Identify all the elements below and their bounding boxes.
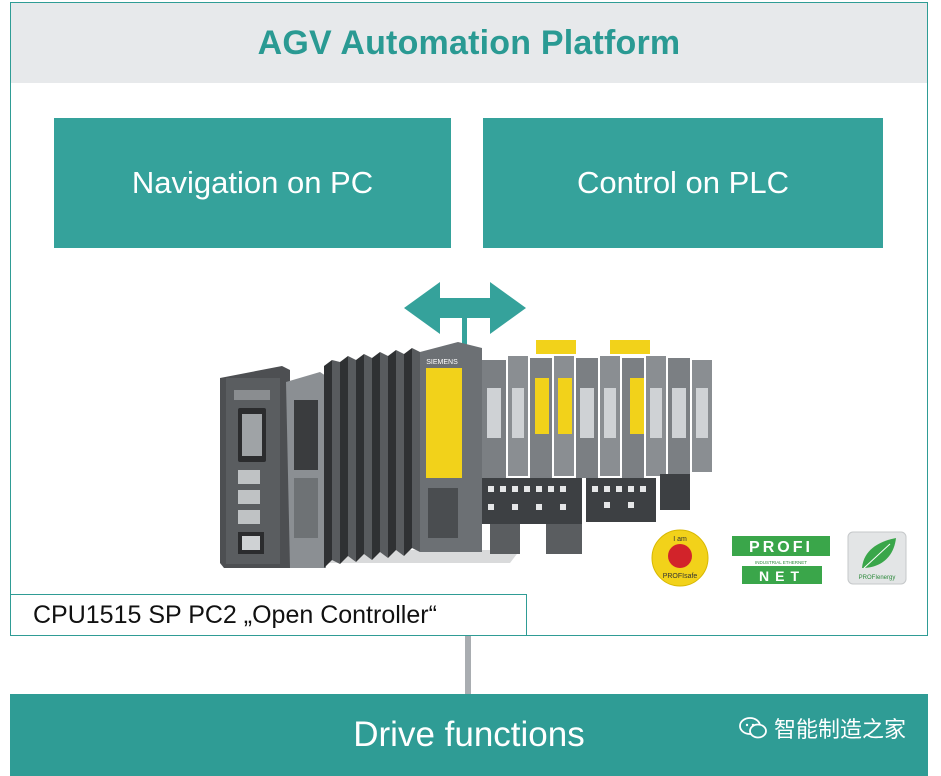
leaf-icon [862, 538, 896, 568]
platform-title: AGV Automation Platform [257, 23, 681, 62]
profinet-bottom-text: NET [759, 568, 805, 584]
siemens-brand: SIEMENS [426, 359, 458, 366]
connector-line [465, 636, 471, 694]
watermark: 智能制造之家 [738, 712, 906, 744]
profienergy-badge: PROFIenergy [847, 531, 907, 585]
profisafe-text: PROFIsafe [663, 573, 698, 580]
open-controller-hardware: SIEMENS [220, 340, 712, 568]
controller-caption-box: CPU1515 SP PC2 „Open Controller“ [10, 594, 527, 636]
protocol-badges: I am PROFIsafe PROFI INDUSTRIAL ETHERNET… [651, 529, 907, 587]
profinet-badge: PROFI INDUSTRIAL ETHERNET NET [732, 536, 830, 584]
navigation-label: Navigation on PC [131, 165, 374, 200]
navigation-box: Navigation on PC [54, 118, 451, 248]
profinet-top-text: PROFI [749, 539, 813, 556]
drive-functions-label: Drive functions [353, 715, 585, 754]
profinet-sub-text: INDUSTRIAL ETHERNET [755, 560, 807, 565]
profisafe-badge: I am PROFIsafe [651, 529, 709, 587]
control-label: Control on PLC [577, 165, 789, 200]
controller-caption: CPU1515 SP PC2 „Open Controller“ [33, 600, 437, 629]
wechat-icon [739, 717, 767, 739]
control-box: Control on PLC [483, 118, 883, 248]
drive-functions-bar: Drive functions [10, 694, 928, 776]
profienergy-text: PROFIenergy [859, 575, 896, 581]
watermark-text: 智能制造之家 [774, 718, 907, 743]
profisafe-small-text: I am [673, 536, 687, 543]
title-bar: AGV Automation Platform [11, 3, 927, 83]
